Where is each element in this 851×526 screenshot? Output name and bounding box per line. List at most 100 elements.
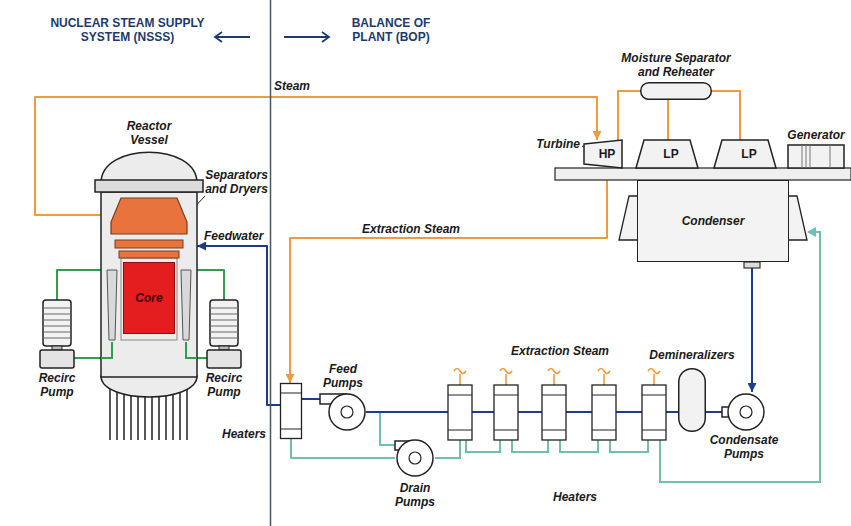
demineralizer-vessel [679,369,706,432]
condenser-wing [786,196,807,240]
diagram-label: Turbine [530,137,580,151]
direction-arrow [215,32,250,42]
feedwater-heater [494,385,518,440]
steam-separator [119,251,179,258]
vessel-bottom-head [101,376,197,397]
pipe-label: Steam [274,79,318,93]
node-heading: Reactor Vessel [117,119,181,147]
pump-casing [207,350,241,368]
node-heading: Demineralizers [642,348,742,362]
diagram-label: Heaters [530,490,620,504]
pipe-line [751,262,753,392]
node-heading: Generator [785,128,847,142]
pump-eye [740,406,752,418]
lp-turbine: LP [714,140,784,168]
heater-shell [281,384,302,439]
section-heading: BALANCE OF PLANT (BOP) [338,16,444,44]
recirc-pump: Recirc Pump [40,300,74,368]
motor-ribs [210,308,238,338]
generator-ribs [802,145,830,168]
pump-eye [409,452,421,464]
moisture-separator-reheater-outline [640,82,712,100]
heater-baffle [448,395,666,430]
pump-volute [728,394,764,430]
feedwater-heater [542,385,566,440]
drain-arrow-head [807,227,816,237]
pipe-line [706,411,722,413]
feedwater-heater [448,385,472,440]
pipe-line [197,270,224,300]
demineralizer-outline [678,368,706,432]
reactor-core: Core [123,262,175,334]
node-label: LP [714,147,784,161]
pump-motor [43,300,71,346]
condensate-pump: Condensate Pumps [722,392,766,430]
condensate-pump-outline [722,392,766,430]
pipe-line [712,91,740,140]
turbine-deck [555,168,851,180]
vessel-body [101,192,197,377]
node-label: Core [124,291,174,305]
pump-eye [341,406,353,418]
recirc-pump-outline [40,300,74,368]
pipe-line [667,100,669,140]
condenser: Condenser [637,180,789,262]
feedwater-heater: Heaters [280,383,302,439]
diagram-label: Extraction Steam [500,344,620,358]
generator: Generator [788,145,844,168]
pipe-line [57,270,101,300]
direction-arrow [284,32,329,42]
drain-pump: Drain Pumps [395,438,435,478]
pump-volute [329,394,365,430]
vessel-dome [101,152,197,183]
core-shroud [121,258,177,340]
node-label: LP [636,147,706,161]
pump-volute [397,440,433,476]
node-heading: Moisture Separator and Reheater [614,51,738,79]
section-heading: NUCLEAR STEAM SUPPLY SYSTEM (NSSS) [40,16,215,44]
system-divider [270,0,272,526]
generator-casing [788,145,844,168]
generator-outline [788,145,844,168]
hp-turbine: HP [584,140,630,168]
moisture-separator-reheater: Moisture Separator and Reheater [640,82,712,100]
pipe-line [366,411,678,413]
vessel-group [95,152,203,397]
jet-pump [181,270,191,340]
node-label: HP [584,147,630,161]
feed-pump-outline [320,393,366,431]
feedwater-heater-outline [280,383,302,439]
pipe-line [618,91,640,140]
recirc-pump-outline [207,300,241,368]
steam-dryer [111,198,187,234]
demineralizer: Demineralizers [678,368,706,432]
pipe-line [197,246,280,405]
pipe-line [302,398,320,400]
pipe-label: Extraction Steam [362,222,472,236]
node-heading: Drain Pumps [388,481,442,509]
reheater-capsule [641,83,712,100]
lp-turbine: LP [636,140,706,168]
heater-drain-line [380,232,820,482]
feedwater-heater [592,385,616,440]
drain-pump-outline [395,438,435,478]
feedwater-heater [642,385,666,440]
extraction-steam-inlet [454,369,660,386]
motor-ribs [43,308,71,338]
heater-baffle [280,393,302,429]
node-heading: Recirc Pump [198,371,250,399]
jet-pump-drive-line [101,342,197,358]
node-heading: Recirc Pump [31,371,83,399]
feed-pump: Feed Pumps [320,393,366,431]
vessel-flange [95,180,203,192]
steam-separator [115,240,183,248]
diagram-label: Separators and Dryers [205,168,268,196]
jet-pump [107,270,117,340]
pump-casing [40,350,74,368]
reactor-vessel: Reactor VesselCore [101,150,197,397]
pump-motor [210,300,238,346]
node-heading: Condensate Pumps [702,433,786,461]
node-label: Condenser [638,214,788,228]
pipe-label: Feedwater [204,229,266,243]
